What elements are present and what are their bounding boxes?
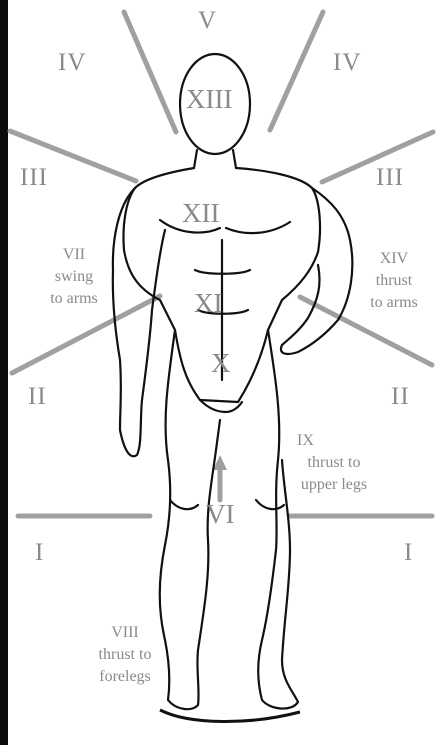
zone-ii-right-label: II (391, 384, 410, 409)
zone-v-label: V (198, 8, 217, 33)
zone-iv-right-label: IV (333, 50, 361, 75)
figure-chest (160, 220, 290, 233)
figure-left-knee (170, 500, 198, 509)
ground-shadow (160, 710, 300, 722)
annotation-xiv-line1: thrust (358, 270, 430, 292)
zone-x-label: X (211, 350, 231, 377)
annotation-ix: IX thrust to upper legs (285, 430, 383, 496)
zone-iv-left-label: IV (58, 50, 86, 75)
line-v-left (124, 12, 176, 132)
annotation-ix-line2: upper legs (285, 474, 383, 496)
line-v-right (270, 12, 323, 130)
annotation-xiv-numeral: XIV (358, 248, 430, 270)
zone-i-right-label: I (404, 540, 413, 565)
figure-neck (194, 150, 236, 168)
zone-iii-right-label: III (376, 165, 404, 190)
annotation-viii-line2: forelegs (82, 666, 168, 688)
annotation-xiv-line2: to arms (358, 292, 430, 314)
annotation-viii-line1: thrust to (82, 644, 168, 666)
annotation-ix-line1: thrust to (285, 452, 383, 474)
zone-ii-left-label: II (28, 384, 47, 409)
zone-xi-label: XI (194, 290, 223, 317)
zone-xiii-label: XIII (186, 86, 232, 113)
zone-vi-label: VI (206, 501, 235, 528)
annotation-vii-line1: swing (38, 266, 110, 288)
figure-right-knee (256, 500, 284, 509)
zone-xii-label: XII (182, 200, 219, 227)
annotation-vii-numeral: VII (38, 244, 110, 266)
figure-left-arm (113, 188, 165, 456)
annotation-viii: VIII thrust to forelegs (82, 622, 168, 688)
zone-iii-left-label: III (20, 165, 48, 190)
annotation-vii: VII swing to arms (38, 244, 110, 310)
annotation-ix-numeral: IX (285, 430, 383, 452)
annotation-viii-numeral: VIII (82, 622, 168, 644)
figure-right-leg (258, 330, 298, 709)
annotation-xiv: XIV thrust to arms (358, 248, 430, 314)
zone-i-left-label: I (35, 540, 44, 565)
annotation-vii-line2: to arms (38, 288, 110, 310)
figure-right-arm (281, 188, 352, 354)
